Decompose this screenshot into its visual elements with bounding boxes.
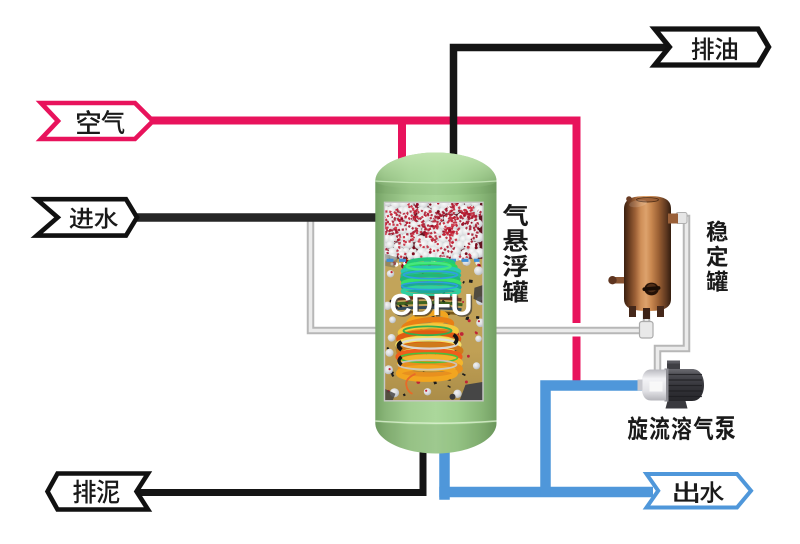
svg-text:CDFU: CDFU [390,288,473,322]
svg-text:CDFU: CDFU [391,289,474,323]
